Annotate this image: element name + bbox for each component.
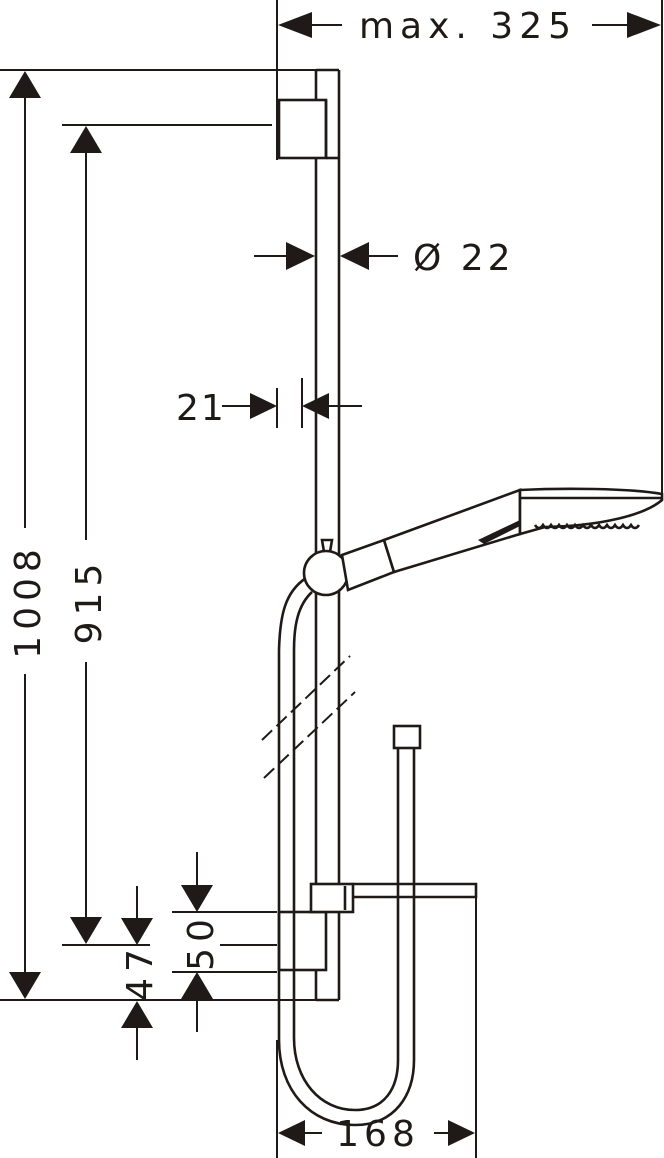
shower-hose bbox=[277, 576, 422, 1127]
hand-shower bbox=[340, 487, 664, 592]
max-width-label: max. 325 bbox=[359, 6, 577, 47]
dimension-bottom-offset: 47 bbox=[120, 886, 161, 1060]
dimension-bracket-height: 50 bbox=[172, 852, 277, 1032]
total-height-label: 1008 bbox=[8, 543, 49, 659]
hose-width-label: 168 bbox=[336, 1114, 420, 1155]
slide-rail bbox=[261, 68, 356, 1002]
dimension-total-height: 1008 bbox=[0, 69, 316, 1001]
dimension-hose-width: 168 bbox=[276, 897, 477, 1158]
soap-shelf bbox=[309, 882, 478, 914]
holder-height-label: 915 bbox=[69, 558, 110, 645]
wall-offset-label: 21 bbox=[176, 388, 226, 429]
shower-slider bbox=[302, 538, 350, 597]
bracket-height-label: 50 bbox=[181, 913, 222, 971]
dimension-rail-diameter: Ø 22 bbox=[254, 238, 515, 279]
lower-wall-bracket bbox=[277, 910, 328, 972]
upper-wall-bracket bbox=[277, 98, 339, 160]
dimension-max-width: max. 325 bbox=[276, 0, 663, 494]
bottom-offset-label: 47 bbox=[120, 943, 161, 1001]
dimension-holder-height: 915 bbox=[62, 124, 272, 946]
dimension-wall-offset: 21 bbox=[176, 378, 362, 429]
rail-diameter-label: Ø 22 bbox=[413, 238, 515, 279]
